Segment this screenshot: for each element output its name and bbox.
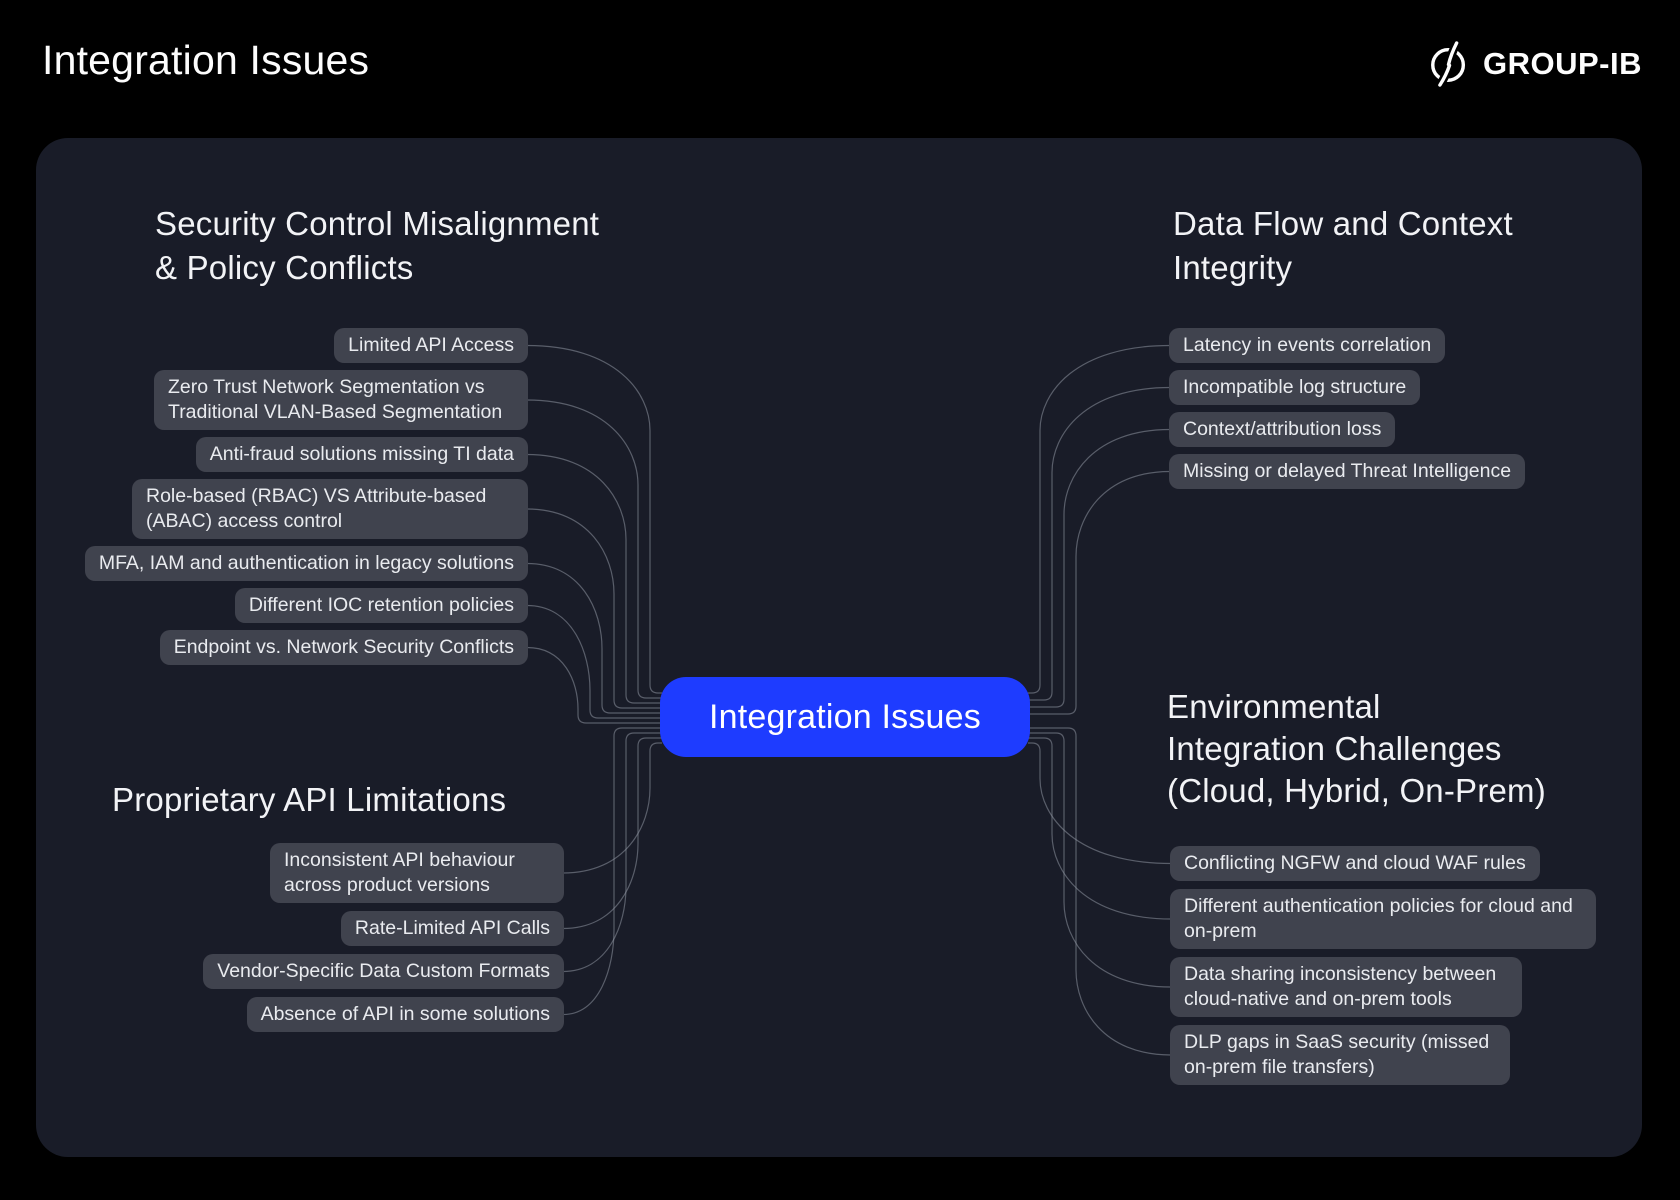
issue-pill: Zero Trust Network Segmentation vs Tradi…: [154, 370, 528, 430]
central-node: Integration Issues: [660, 677, 1030, 757]
issue-pill: MFA, IAM and authentication in legacy so…: [84, 546, 528, 581]
issue-pill: Missing or delayed Threat Intelligence: [1169, 454, 1526, 489]
page-title: Integration Issues: [42, 37, 370, 83]
section-title-line: Security Control Misalignment: [155, 205, 600, 242]
section-title-line: Integration Challenges: [1167, 730, 1502, 767]
issue-pill: Conflicting NGFW and cloud WAF rules: [1170, 846, 1540, 881]
group-ib-logo: GROUP-IB: [1428, 40, 1642, 88]
issue-pill: Anti-fraud solutions missing TI data: [195, 437, 528, 472]
issue-pill: Vendor-Specific Data Custom Formats: [203, 954, 564, 989]
group-api-pills: Inconsistent API behaviour across produc…: [203, 843, 564, 1032]
issue-pill: Data sharing inconsistency between cloud…: [1170, 957, 1522, 1017]
issue-pill: Incompatible log structure: [1169, 370, 1421, 405]
section-title-line: (Cloud, Hybrid, On-Prem): [1167, 772, 1546, 809]
section-title-line: Data Flow and Context: [1173, 205, 1513, 242]
group-data-flow-pills: Latency in events correlation Incompatib…: [1169, 328, 1526, 489]
issue-pill: Rate-Limited API Calls: [340, 911, 564, 946]
issue-pill: Limited API Access: [334, 328, 528, 363]
section-title-data-flow: Data Flow and Context Integrity: [1173, 202, 1513, 290]
issue-pill: Different IOC retention policies: [234, 588, 528, 623]
issue-pill: Context/attribution loss: [1169, 412, 1396, 447]
section-title-line: Proprietary API Limitations: [112, 781, 507, 818]
section-title-security: Security Control Misalignment & Policy C…: [155, 202, 599, 290]
section-title-environment: Environmental Integration Challenges (Cl…: [1167, 686, 1546, 812]
issue-pill: Different authentication policies for cl…: [1170, 889, 1596, 949]
section-title-api: Proprietary API Limitations: [112, 778, 506, 822]
group-security-pills: Limited API Access Zero Trust Network Se…: [84, 328, 528, 665]
group-environment-pills: Conflicting NGFW and cloud WAF rules Dif…: [1170, 846, 1596, 1085]
issue-pill: Inconsistent API behaviour across produc…: [270, 843, 564, 903]
issue-pill: Endpoint vs. Network Security Conflicts: [159, 630, 528, 665]
section-title-line: Integrity: [1173, 249, 1293, 286]
connector-lines: [526, 344, 1172, 1056]
section-title-line: Environmental: [1167, 688, 1381, 725]
group-ib-circle-slash-icon: [1431, 40, 1466, 88]
section-title-line: & Policy Conflicts: [155, 249, 414, 286]
logo-brand-text: GROUP-IB: [1483, 46, 1642, 81]
issue-pill: Role-based (RBAC) VS Attribute-based (AB…: [132, 479, 528, 539]
diagram-panel: Security Control Misalignment & Policy C…: [36, 138, 1642, 1157]
issue-pill: Absence of API in some solutions: [246, 997, 564, 1032]
issue-pill: Latency in events correlation: [1169, 328, 1446, 363]
issue-pill: DLP gaps in SaaS security (missed on-pre…: [1170, 1025, 1510, 1085]
